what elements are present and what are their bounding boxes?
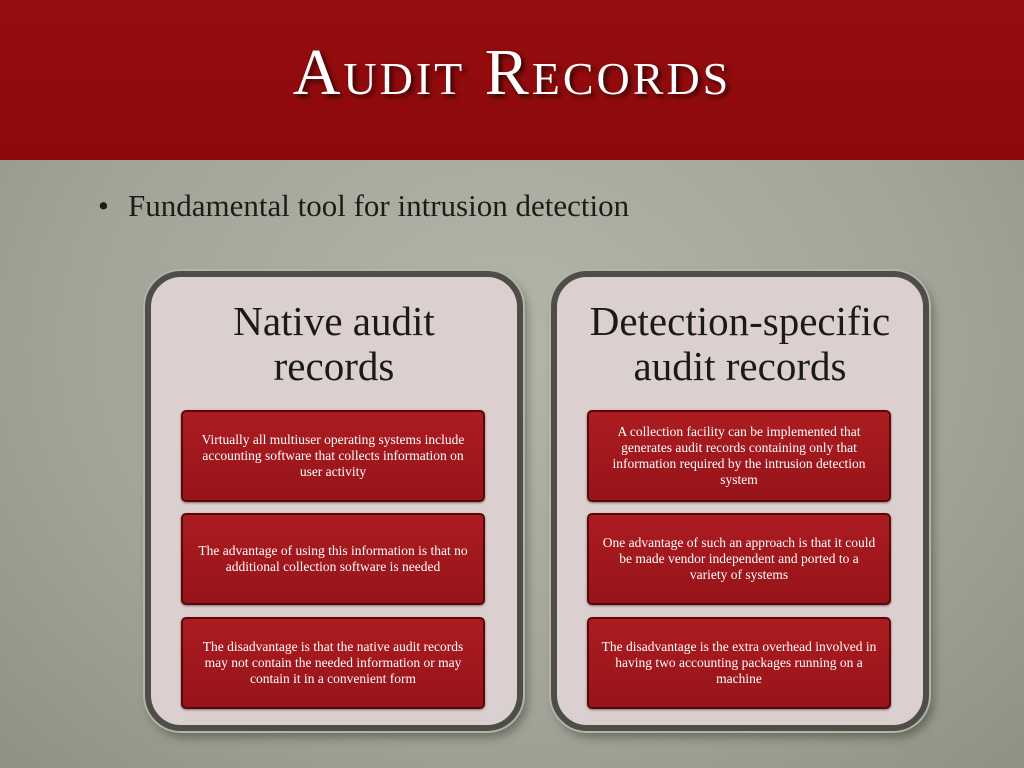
slide-title: Audit Records [292,36,732,109]
card-text: A collection facility can be implemented… [612,424,866,487]
card-text: Virtually all multiuser operating system… [201,432,465,479]
disadvantage-card: The disadvantage is that the native audi… [181,617,485,709]
card-text: The advantage of using this information … [198,543,468,574]
detection-specific-audit-records-panel: Detection-specific audit records A colle… [551,271,929,731]
native-audit-records-panel: Native audit records Virtually all multi… [145,271,523,731]
card-text: One advantage of such an approach is tha… [602,535,876,582]
bullet-item: • Fundamental tool for intrusion detectio… [98,188,629,228]
panel-heading: Detection-specific audit records [589,298,891,389]
title-bar [0,0,1024,160]
card-text: The disadvantage is the extra overhead i… [601,639,877,686]
advantage-card: One advantage of such an approach is tha… [587,513,891,605]
disadvantage-card: The disadvantage is the extra overhead i… [587,617,891,709]
card-text: The disadvantage is that the native audi… [202,639,464,686]
bullet-symbol: • [98,188,109,223]
info-card: Virtually all multiuser operating system… [181,410,485,502]
panel-heading: Native audit records [233,298,435,389]
advantage-card: The advantage of using this information … [181,513,485,605]
info-card: A collection facility can be implemented… [587,410,891,502]
bullet-text: Fundamental tool for intrusion detection [128,188,630,223]
